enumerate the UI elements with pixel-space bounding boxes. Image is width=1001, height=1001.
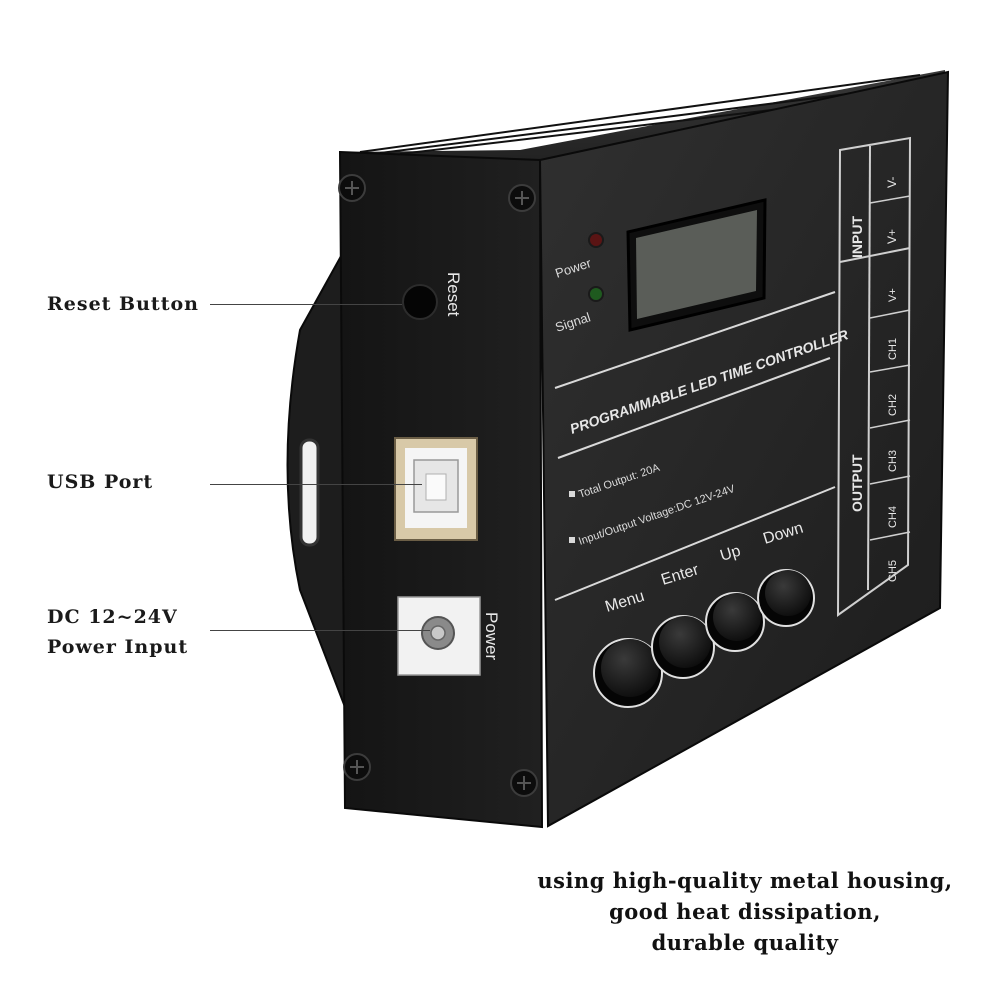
- enter-button-icon: [651, 615, 715, 679]
- up-button-label: Up: [718, 543, 743, 565]
- output-terminal-3: CH2: [887, 394, 899, 416]
- power-input-callout-line2: Power Input: [47, 636, 189, 658]
- usb-port-callout: USB Port: [47, 471, 154, 493]
- input-terminal-2: V+: [885, 229, 899, 244]
- menu-button-icon: [593, 638, 663, 708]
- side-power-label: Power: [482, 612, 501, 661]
- usb-leader-line: [210, 484, 422, 485]
- power-input-callout: DC 12~24V Power Input: [47, 602, 188, 662]
- output-terminal-2: CH1: [887, 338, 899, 360]
- reset-button-callout: Reset Button: [47, 293, 199, 315]
- terminal-block: [836, 136, 912, 617]
- caption-line-1: using high-quality metal housing,: [537, 868, 953, 893]
- down-button-icon: [757, 569, 815, 627]
- output-terminal-4: CH3: [887, 450, 899, 472]
- output-terminal-1: V+: [887, 288, 899, 302]
- bracket-slot: [299, 438, 320, 547]
- output-terminal-5: CH4: [887, 506, 899, 528]
- up-button-icon: [705, 592, 765, 652]
- reset-button-hole: [402, 284, 438, 320]
- caption-line-3: durable quality: [651, 930, 839, 955]
- feature-caption: using high-quality metal housing, good h…: [500, 865, 990, 958]
- input-terminal-1: V-: [885, 177, 899, 188]
- output-section-label: OUTPUT: [849, 454, 865, 512]
- power-led-icon: [588, 232, 604, 248]
- power-input-callout-line1: DC 12~24V: [47, 606, 178, 628]
- caption-line-2: good heat dissipation,: [609, 899, 881, 924]
- power-leader-line: [210, 630, 430, 631]
- output-terminal-6: CH5: [887, 560, 899, 582]
- reset-leader-line: [210, 304, 402, 305]
- signal-led-icon: [588, 286, 604, 302]
- input-section-label: INPUT: [849, 216, 865, 258]
- side-reset-label: Reset: [444, 272, 463, 317]
